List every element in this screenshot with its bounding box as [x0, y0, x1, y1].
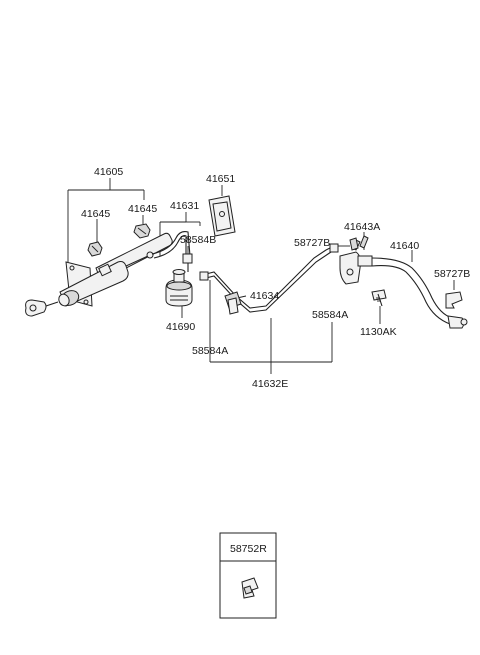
clutch-master-cylinder	[25, 232, 173, 317]
label-41631: 41631	[170, 200, 199, 212]
label-58584A-left: 58584A	[192, 345, 228, 357]
clip-58727B-b	[445, 291, 463, 309]
clip-58727B-a	[349, 237, 359, 251]
label-1130AK: 1130AK	[360, 326, 397, 338]
clip-58752R	[241, 577, 259, 599]
label-41645-a: 41645	[81, 208, 110, 220]
label-58727B-a: 58727B	[294, 237, 330, 249]
label-41605: 41605	[94, 166, 123, 178]
label-58584B: 58584B	[180, 234, 216, 246]
leader-lines	[67, 178, 455, 374]
label-58752R: 58752R	[230, 543, 267, 555]
reservoir-41690	[165, 269, 193, 307]
part-labels: 41605 41645 41645 41651 41631 58584B 416…	[81, 166, 470, 555]
label-41640: 41640	[390, 240, 419, 252]
label-58584A-right: 58584A	[312, 309, 348, 321]
clutch-hose-41640	[371, 257, 468, 329]
clip-41645-a	[87, 241, 103, 257]
label-41690: 41690	[166, 321, 195, 333]
inset-box-58752R	[219, 532, 277, 619]
bracket-41643A	[339, 235, 373, 285]
bracket-41651	[208, 195, 236, 237]
reservoir-hose-41631	[151, 231, 193, 272]
label-41632E: 41632E	[252, 378, 288, 390]
label-41651: 41651	[206, 173, 235, 185]
clutch-tube-41632E	[199, 243, 339, 313]
clip-41645-b	[133, 223, 151, 239]
bolt-1130AK	[371, 289, 387, 307]
clip-41634	[224, 291, 242, 315]
label-41643A: 41643A	[344, 221, 380, 233]
label-41634: 41634	[250, 290, 279, 302]
label-58727B-b: 58727B	[434, 268, 470, 280]
label-41645-b: 41645	[128, 203, 157, 215]
